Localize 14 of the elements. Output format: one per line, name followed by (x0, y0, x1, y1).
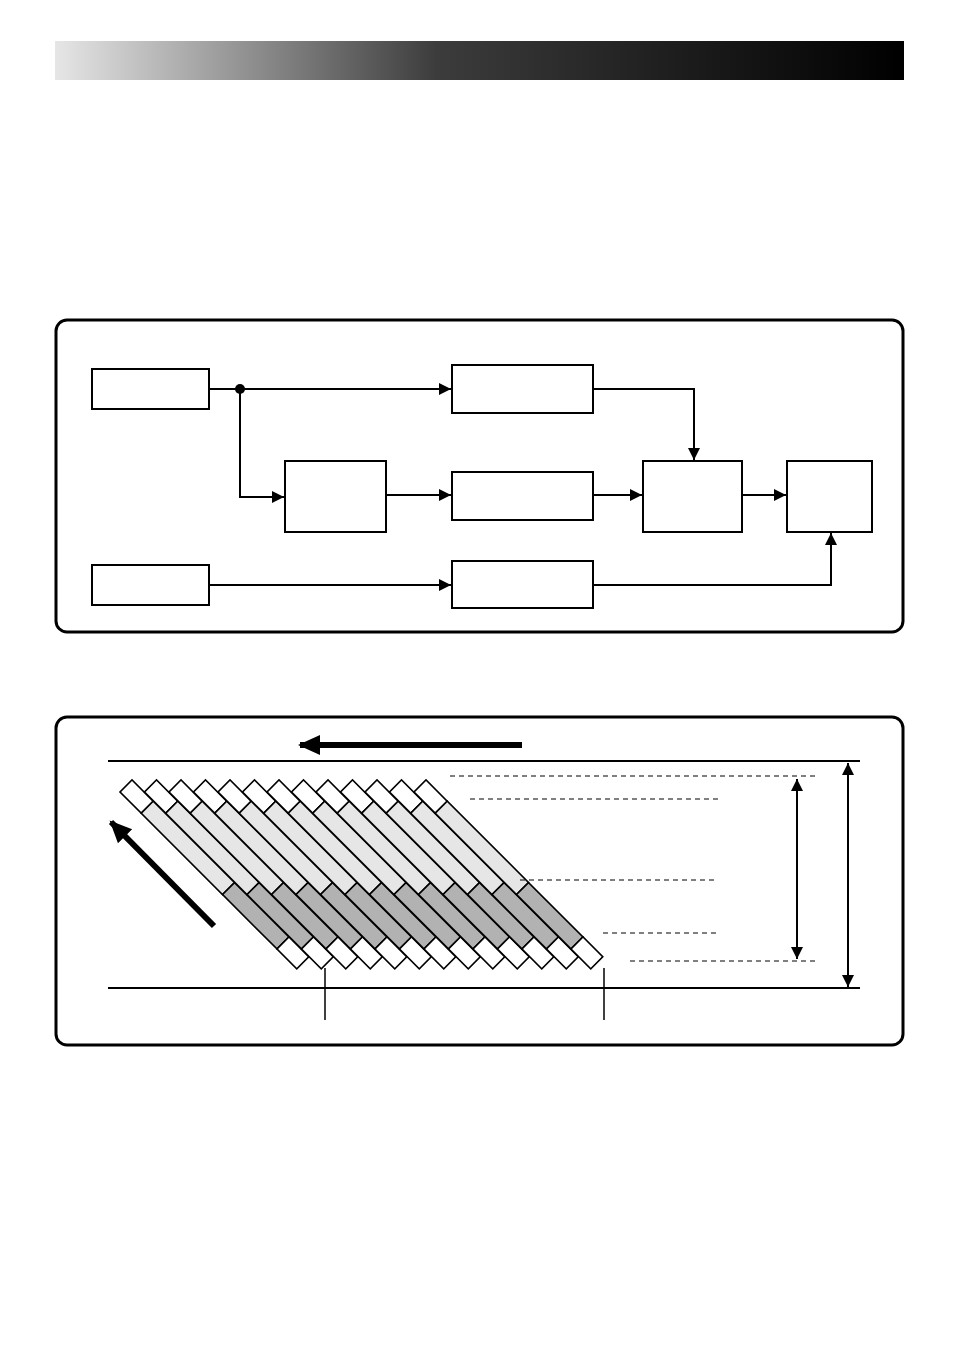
process-box (91, 368, 210, 410)
process-box (451, 364, 594, 414)
process-box (642, 460, 743, 533)
arrow (209, 579, 452, 591)
process-box (91, 564, 210, 606)
process-box (451, 471, 594, 521)
arrow (593, 489, 643, 501)
arrow (593, 388, 700, 461)
process-box (284, 460, 387, 533)
process-box (451, 560, 594, 609)
process-box (786, 460, 873, 533)
arrow (386, 489, 452, 501)
arrow (593, 532, 837, 586)
arrow (742, 489, 787, 501)
